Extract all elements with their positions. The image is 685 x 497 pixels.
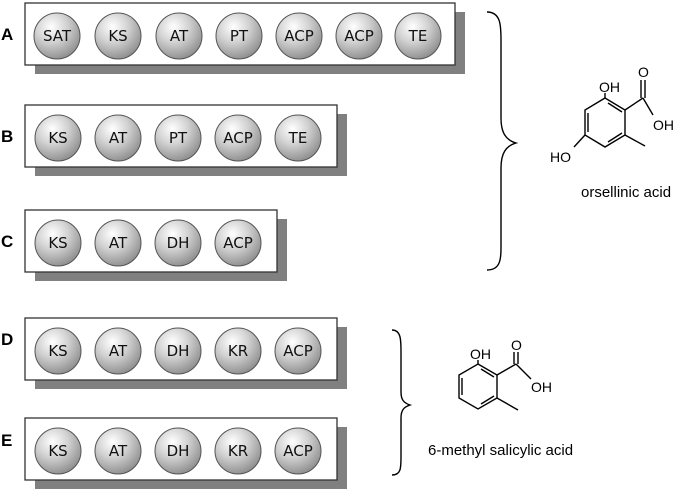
row-label-c: C [1,232,13,251]
domain-label: KR [228,442,248,460]
domain-label: AT [170,27,189,45]
domain-at: AT [94,219,142,267]
row-a: A SAT KS AT PT ACP ACP TE [1,2,465,74]
domain-acp: ACP [274,327,322,375]
row-label-a: A [1,25,13,44]
row-label-b: B [1,127,13,146]
domain-label: TE [408,27,428,45]
domain-ks: KS [34,219,82,267]
curly-brace-abc [486,11,519,271]
domain-acp: ACP [214,114,262,162]
salicylic-o-carbonyl: O [511,337,522,353]
domain-acp: ACP [274,427,322,475]
salicylic-oh-acid: OH [531,379,552,395]
domain-sat: SAT [33,12,81,60]
curly-brace-de [391,329,413,476]
orsellinic-o-carbonyl: O [638,64,649,80]
domain-at: AT [94,327,142,375]
domain-label: KS [108,27,127,45]
domain-label: PT [230,27,249,45]
domain-dh: DH [154,327,202,375]
domain-label: KS [48,442,67,460]
domain-label: DH [167,442,190,460]
row-b: B KS AT PT ACP TE [1,104,347,176]
domain-dh: DH [154,427,202,475]
domain-label: AT [109,129,128,147]
domain-ks: KS [94,12,142,60]
row-d: D KS AT DH KR ACP [1,317,347,389]
domain-ks: KS [34,427,82,475]
domain-pt: PT [215,12,263,60]
domain-label: KR [228,342,248,360]
domain-label: AT [109,342,128,360]
domain-acp: ACP [275,12,323,60]
domain-at: AT [94,427,142,475]
domain-label: PT [169,129,188,147]
domain-ks: KS [34,114,82,162]
orsellinic-acid-structure [573,80,654,148]
orsellinic-oh-acid: OH [653,117,674,133]
domain-label: KS [48,129,67,147]
domain-kr: KR [214,327,262,375]
methyl-salicylic-acid-structure [458,352,532,411]
domain-pt: PT [154,114,202,162]
domain-label: SAT [43,27,72,45]
row-label-d: D [1,330,13,349]
domain-label: TE [288,129,308,147]
domain-label: DH [167,342,190,360]
domain-label: AT [109,442,128,460]
orsellinic-ho-left: HO [550,149,571,165]
orsellinic-acid-name: orsellinic acid [581,184,671,201]
domain-label: DH [167,234,190,252]
domain-label: ACP [284,27,314,45]
domain-label: ACP [283,342,313,360]
salicylic-oh-top: OH [470,346,491,362]
domain-te: TE [274,114,322,162]
methyl-salicylic-acid-name: 6-methyl salicylic acid [428,442,573,459]
row-c: C KS AT DH ACP [1,209,287,281]
domain-label: ACP [283,442,313,460]
domain-at: AT [155,12,203,60]
orsellinic-oh-top: OH [599,79,620,95]
row-label-e: E [1,431,12,450]
domain-label: KS [48,342,67,360]
domain-te: TE [394,12,442,60]
domain-ks: KS [34,327,82,375]
domain-label: ACP [223,129,253,147]
domain-dh: DH [154,219,202,267]
domain-acp: ACP [335,12,383,60]
domain-label: ACP [223,234,253,252]
domain-kr: KR [214,427,262,475]
row-e: E KS AT DH KR ACP [1,417,347,489]
domain-label: AT [109,234,128,252]
domain-at: AT [94,114,142,162]
domain-label: ACP [344,27,374,45]
domain-label: KS [48,234,67,252]
domain-acp: ACP [214,219,262,267]
